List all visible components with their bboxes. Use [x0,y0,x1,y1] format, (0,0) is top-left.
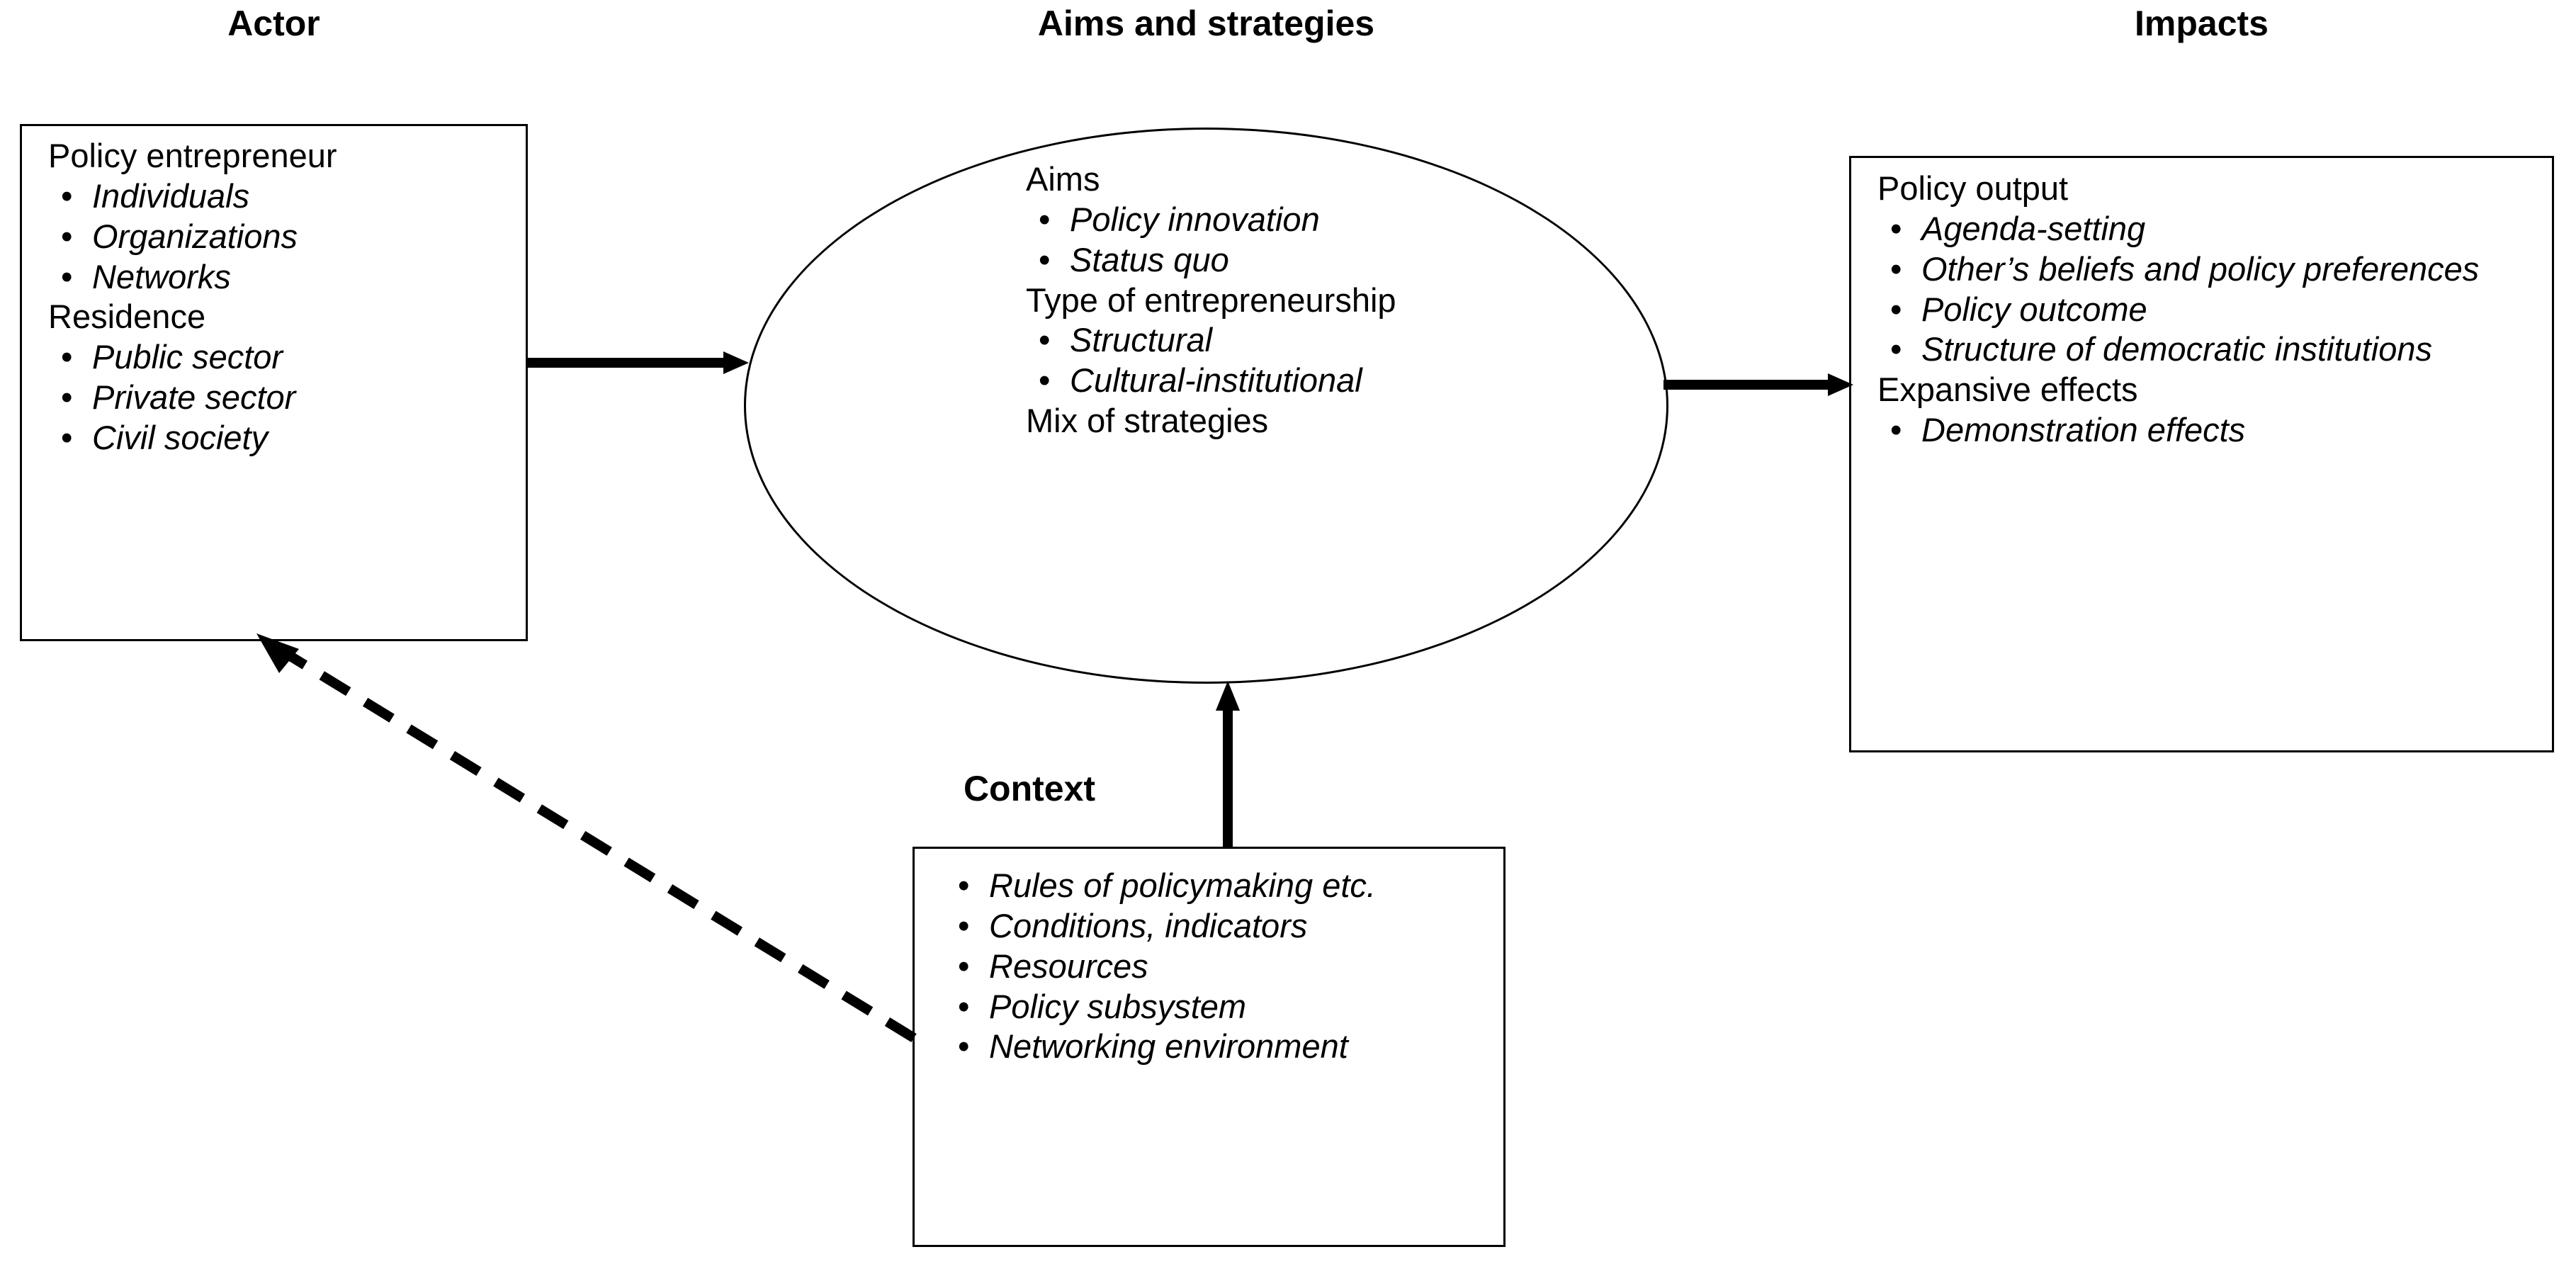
aims-group-label-0: Aims [1026,160,1100,198]
aims-content: Aims Policy innovation Status quo Type o… [1026,159,1614,441]
list-item: Policy subsystem [942,987,1502,1027]
aims-group-list-1: Structural Cultural-institutional [1026,320,1614,401]
list-item: Resources [942,947,1502,987]
list-item: Networking environment [942,1027,1502,1067]
heading-impacts: Impacts [2135,4,2269,43]
aims-group-label-1: Type of entrepreneurship [1026,281,1396,319]
arrow-actor-to-aims [528,351,749,374]
list-item: Cultural-institutional [1026,361,1614,401]
list-item: Organizations [48,217,502,257]
list-item: Status quo [1026,240,1614,281]
list-item: Rules of policymaking etc. [942,866,1502,906]
impacts-group-label-0: Policy output [1877,169,2069,207]
arrow-context-to-actor-dashed [255,623,921,1049]
context-group-list-0: Rules of policymaking etc. Conditions, i… [942,866,1502,1067]
list-item: Individuals [48,176,502,217]
list-item: Policy outcome [1877,290,2536,330]
impacts-group-list-1: Demonstration effects [1877,410,2536,451]
impacts-content: Policy output Agenda-setting Other’s bel… [1877,169,2536,451]
impacts-group-list-0: Agenda-setting Other’s beliefs and polic… [1877,209,2536,370]
list-item: Demonstration effects [1877,410,2536,451]
actor-group-list-0: Individuals Organizations Networks [48,176,502,298]
arrow-aims-to-impacts [1663,373,1853,396]
list-item: Other’s beliefs and policy preferences [1877,249,2536,290]
list-item: Policy innovation [1026,200,1614,240]
aims-group-label-2: Mix of strategies [1026,402,1269,440]
list-item: Agenda-setting [1877,209,2536,249]
actor-group-label-0: Policy entrepreneur [48,137,337,174]
heading-aims-and-strategies: Aims and strategies [1037,4,1375,43]
heading-actor: Actor [227,4,320,43]
context-content: Rules of policymaking etc. Conditions, i… [942,866,1502,1067]
arrow-context-to-aims [1213,677,1243,849]
heading-context: Context [963,769,1096,808]
impacts-group-label-1: Expansive effects [1877,371,2138,409]
actor-group-list-1: Public sector Private sector Civil socie… [48,337,502,458]
list-item: Public sector [48,337,502,378]
aims-group-list-0: Policy innovation Status quo [1026,200,1614,281]
actor-content: Policy entrepreneur Individuals Organiza… [48,136,502,458]
list-item: Structural [1026,320,1614,361]
list-item: Conditions, indicators [942,906,1502,947]
list-item: Private sector [48,378,502,418]
list-item: Networks [48,257,502,298]
actor-group-label-1: Residence [48,298,206,336]
list-item: Civil society [48,418,502,458]
list-item: Structure of democratic institutions [1877,329,2536,370]
